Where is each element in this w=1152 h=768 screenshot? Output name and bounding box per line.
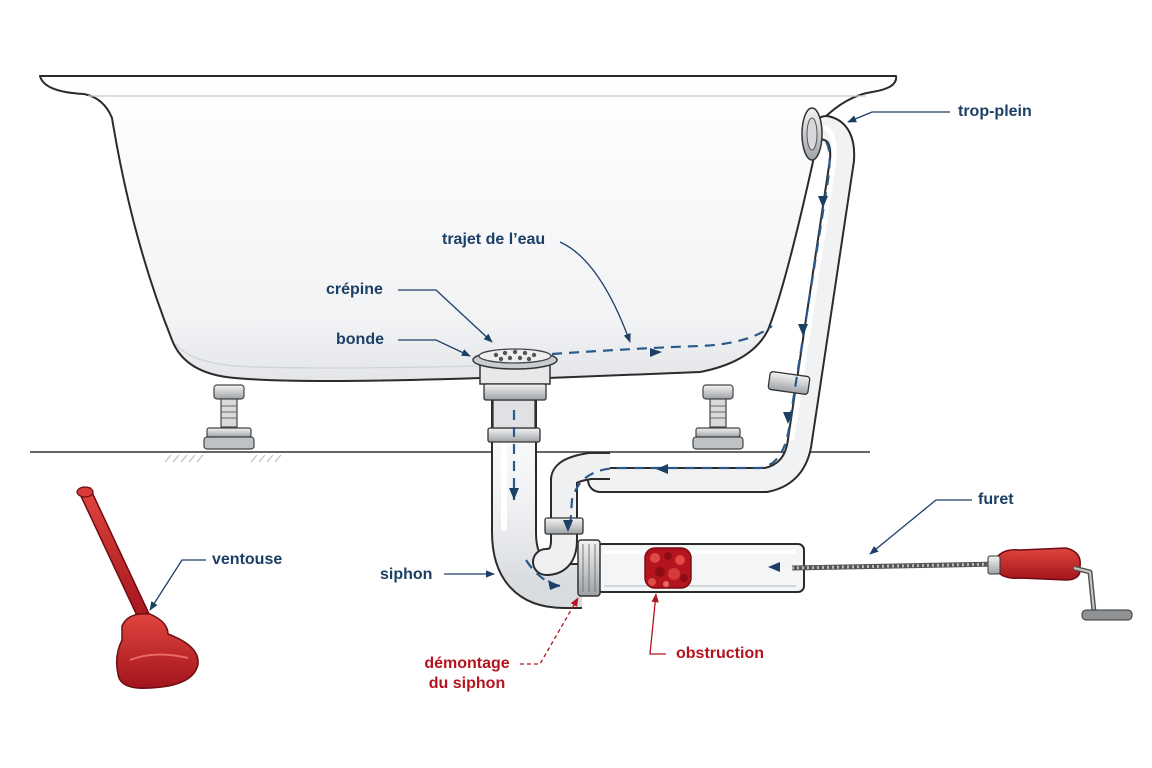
overflow-plate [801,107,823,161]
label-demontage: démontage du siphon [412,654,522,694]
label-siphon: siphon [380,566,433,583]
label-demontage-line1: démontage [424,655,510,672]
drain-auger-icon [791,547,1133,621]
label-crepine: crépine [326,281,383,298]
overflow-pipe [587,115,856,493]
label-trajet-eau: trajet de l’eau [442,231,546,248]
floor-hatching [164,454,282,463]
label-bonde: bonde [336,331,384,348]
obstruction-clog [644,547,692,589]
leader-lines [149,111,972,611]
flow-arrow-icon [509,196,828,590]
label-furet: furet [978,491,1014,508]
leader-lines-red [520,593,666,665]
bathtub [39,75,898,382]
drain-strainer-icon [472,348,558,401]
label-obstruction: obstruction [676,645,764,662]
label-demontage-line2: du siphon [428,675,506,692]
label-trop-plein: trop-plein [958,103,1032,120]
trap-pipe [487,399,610,609]
plunger-icon [76,486,199,689]
tub-foot-left [203,384,255,450]
label-ventouse: ventouse [212,551,283,568]
tub-foot-right [692,384,744,450]
